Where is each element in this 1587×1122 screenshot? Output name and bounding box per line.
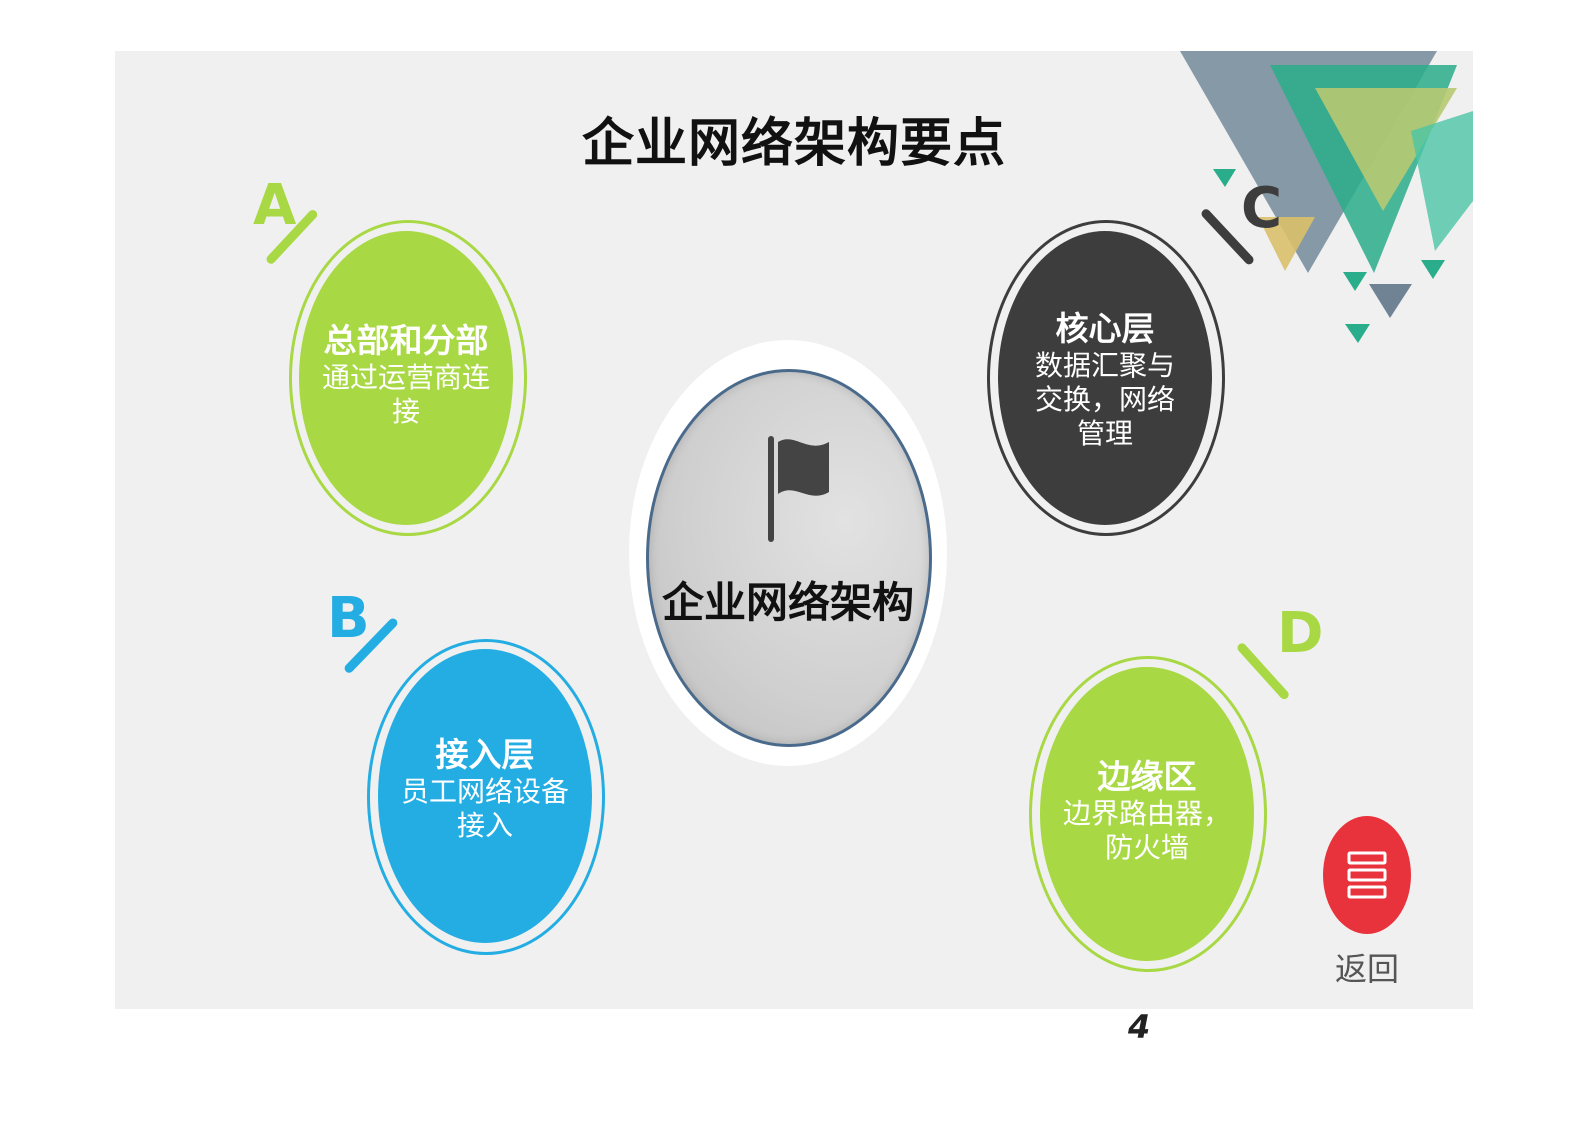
node-c[interactable]: 核心层 数据汇聚与交换，网络管理 bbox=[998, 231, 1212, 525]
page-number: 4 bbox=[1128, 1008, 1151, 1046]
node-a[interactable]: 总部和分部 通过运营商连接 bbox=[299, 231, 513, 525]
node-a-ring bbox=[289, 220, 527, 536]
node-b-letter: B bbox=[327, 586, 370, 651]
node-b-ring bbox=[367, 639, 605, 955]
node-b-title: 接入层 bbox=[435, 735, 535, 774]
node-a-title: 总部和分部 bbox=[323, 321, 489, 360]
menu-icon bbox=[1347, 851, 1387, 899]
center-node[interactable] bbox=[646, 369, 932, 747]
back-button-label[interactable]: 返回 bbox=[1334, 950, 1399, 988]
node-d[interactable]: 边缘区 边界路由器，防火墙 bbox=[1040, 667, 1254, 961]
node-a-desc: 通过运营商连接 bbox=[321, 361, 490, 428]
node-a-letter: A bbox=[253, 173, 297, 238]
node-c-letter: C bbox=[1241, 176, 1283, 241]
node-d-ring bbox=[1029, 656, 1267, 972]
slide-title: 企业网络架构要点 bbox=[581, 114, 1006, 174]
center-label: 企业网络架构 bbox=[661, 578, 914, 627]
node-b[interactable]: 接入层 员工网络设备接入 bbox=[378, 649, 592, 943]
back-button[interactable] bbox=[1323, 816, 1411, 934]
flag-icon bbox=[768, 436, 829, 542]
node-c-desc: 数据汇聚与交换，网络管理 bbox=[1034, 349, 1175, 450]
decorative-triangles bbox=[1180, 51, 1473, 343]
node-d-title: 边缘区 bbox=[1097, 757, 1197, 796]
node-d-desc: 边界路由器，防火墙 bbox=[1062, 797, 1231, 864]
node-c-title: 核心层 bbox=[1055, 309, 1155, 348]
slide: 企业网络架构要点 A 总部和分部 通过运营商连接 B 接入层 员工网络设备接入 … bbox=[115, 51, 1473, 1009]
node-d-letter: D bbox=[1277, 601, 1324, 666]
node-b-desc: 员工网络设备接入 bbox=[400, 775, 569, 842]
node-c-ring bbox=[987, 220, 1225, 536]
